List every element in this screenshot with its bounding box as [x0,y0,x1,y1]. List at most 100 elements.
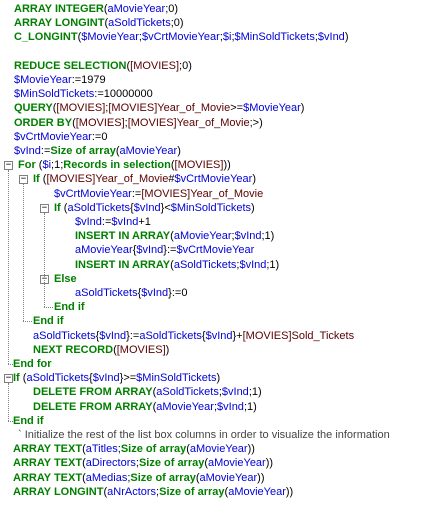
code-token-keyword: NEXT RECORD [33,343,114,356]
code-token-punctuation: ( [115,145,120,157]
code-token-punctuation: ( [224,485,229,498]
code-token-keyword: INSERT IN ARRAY [75,258,171,271]
code-token-variable: aSoldTickets [139,329,202,342]
code-token-punctuation: )) [223,159,231,172]
code-token-variable: $vInd [317,31,345,44]
code-token-keyword: If [54,201,61,214]
code-token-keyword: End if [54,301,85,314]
code-token-punctuation: ;1) [243,400,257,413]
code-token-table-field: [MOVIES]Year_of_Movie [108,102,231,115]
code-token-punctuation: ( [52,102,57,115]
code-token-punctuation: ; [231,230,235,243]
code-token-punctuation: ( [170,159,175,172]
code-token-punctuation: ) [344,31,349,44]
code-token-punctuation: { [137,287,142,299]
code-line[interactable]: ARRAY LONGINT(aSoldTickets;0) [14,16,184,30]
code-token-punctuation: ( [113,343,117,356]
block-guide-line [23,321,32,323]
code-token-punctuation: ( [82,457,86,470]
block-guide-line [8,383,9,421]
code-line[interactable]: Else [54,272,77,286]
code-line[interactable]: End for [13,357,52,371]
code-line[interactable]: aSoldTickets{$vInd}:=aSoldTickets{$vInd}… [33,329,354,343]
code-token-punctuation: )) [265,457,274,470]
code-token-variable: $i [222,31,232,44]
code-line[interactable]: $vInd:=$vInd+1 [75,215,151,229]
code-token-variable: aDirectors [85,457,136,470]
code-token-keyword: REDUCE SELECTION [14,59,127,72]
code-token-variable: aSoldTickets [156,386,219,399]
code-token-variable: $vCrtMovieYear [141,31,220,44]
code-token-keyword: End if [33,315,64,328]
code-token-punctuation: ) [252,173,257,186]
code-line[interactable]: aSoldTickets{$vInd}:=0 [75,286,187,300]
code-token-keyword: Size of array [50,145,116,157]
code-line[interactable]: End if [33,314,64,328]
code-token-punctuation: ( [35,159,43,172]
code-line[interactable]: C_LONGINT($MovieYear;$vCrtMovieYear;$i;$… [14,30,348,44]
code-token-keyword: ARRAY LONGINT [13,485,104,498]
code-line[interactable]: $MovieYear:=1979 [14,73,106,87]
code-line[interactable]: $vCrtMovieYear:=[MOVIES]Year_of_Movie [54,187,263,201]
code-line[interactable]: ARRAY TEXT(aTitles;Size of array(aMovieY… [13,442,255,456]
code-token-comment: ` Initialize the rest of the list box co… [18,429,390,441]
code-line[interactable]: End if [54,300,85,314]
code-line[interactable]: ARRAY TEXT(aMedias;Size of array(aMovieY… [13,471,265,485]
code-token-punctuation: ( [204,457,209,470]
code-token-variable: $vCrtMovieYear [14,130,92,143]
code-line[interactable]: For ($i;1;Records in selection([MOVIES])… [18,158,231,172]
code-line[interactable]: If (aSoldTickets{$vInd}>=$MinSoldTickets… [13,371,220,385]
code-token-punctuation: ; [231,31,235,44]
code-line[interactable]: ORDER BY([MOVIES];[MOVIES]Year_of_Movie;… [14,116,263,130]
code-token-variable: $MovieYear [243,102,301,115]
code-line[interactable]: INSERT IN ARRAY(aSoldTickets;$vInd;1) [75,258,279,272]
code-token-keyword: Records in selection [63,159,171,172]
code-token-punctuation: ) [300,102,305,115]
code-line[interactable]: $vInd:=Size of array(aMovieYear) [14,144,181,158]
code-token-variable: $vInd [133,201,161,214]
code-line[interactable]: DELETE FROM ARRAY(aSoldTickets;$vInd;1) [33,385,262,399]
code-token-variable: aSoldTickets [33,329,96,342]
collapse-toggle-icon[interactable]: − [19,174,28,185]
code-token-punctuation: := [131,187,142,200]
code-line[interactable]: $MinSoldTickets:=10000000 [14,87,153,101]
code-token-variable: $MovieYear [81,31,139,44]
code-token-punctuation: := [40,145,51,157]
code-token-variable: aMovieYear [189,443,248,456]
code-token-variable: aSoldTickets [108,17,171,30]
code-token-punctuation: ( [126,59,131,72]
code-line[interactable]: ARRAY INTEGER(aMovieYear;0) [14,2,178,16]
code-line[interactable]: ARRAY LONGINT(aNrActors;Size of array(aM… [13,485,293,499]
code-token-punctuation: ; [138,31,142,44]
code-line[interactable]: QUERY([MOVIES];[MOVIES]Year_of_Movie>=$M… [14,101,304,115]
collapse-toggle-icon[interactable]: − [4,160,13,171]
code-token-variable: aSoldTickets [173,258,237,271]
code-token-punctuation: { [201,329,206,342]
code-token-keyword: Size of array [130,471,196,484]
code-token-punctuation: ) [216,372,221,385]
code-line[interactable]: NEXT RECORD([MOVIES]) [33,343,169,357]
collapse-toggle-icon[interactable]: − [40,202,49,213]
block-guide-line [8,170,9,364]
code-line[interactable]: ` Initialize the rest of the list box co… [18,428,390,442]
code-token-keyword: ARRAY TEXT [13,457,83,470]
code-line[interactable]: $vCrtMovieYear:=0 [14,130,107,144]
code-line[interactable]: End if [13,414,44,428]
code-line[interactable]: aMovieYear{$vInd}:=$vCrtMovieYear [75,243,254,257]
code-line[interactable]: ARRAY TEXT(aDirectors;Size of array(aMov… [13,456,273,470]
code-token-punctuation: ; [219,31,223,44]
code-line[interactable]: REDUCE SELECTION([MOVIES];0) [14,59,192,73]
code-token-keyword: If [33,173,40,186]
code-token-variable: aMovieYear [75,244,133,257]
code-token-variable: $vCrtMovieYear [176,244,255,257]
code-line[interactable]: If (aSoldTickets{$vInd}<$MinSoldTickets) [54,201,255,215]
code-token-punctuation: +1 [138,216,151,228]
code-line[interactable]: DELETE FROM ARRAY(aMovieYear;$vInd;1) [33,400,257,414]
code-token-punctuation: ) [251,201,255,214]
code-line[interactable]: If ([MOVIES]Year_of_Movie#$vCrtMovieYear… [33,172,256,186]
code-line[interactable]: INSERT IN ARRAY(aMovieYear;$vInd;1) [75,229,274,243]
code-token-punctuation: ; [135,457,139,470]
code-token-punctuation: ( [82,443,86,456]
collapse-toggle-icon[interactable]: − [4,373,13,384]
